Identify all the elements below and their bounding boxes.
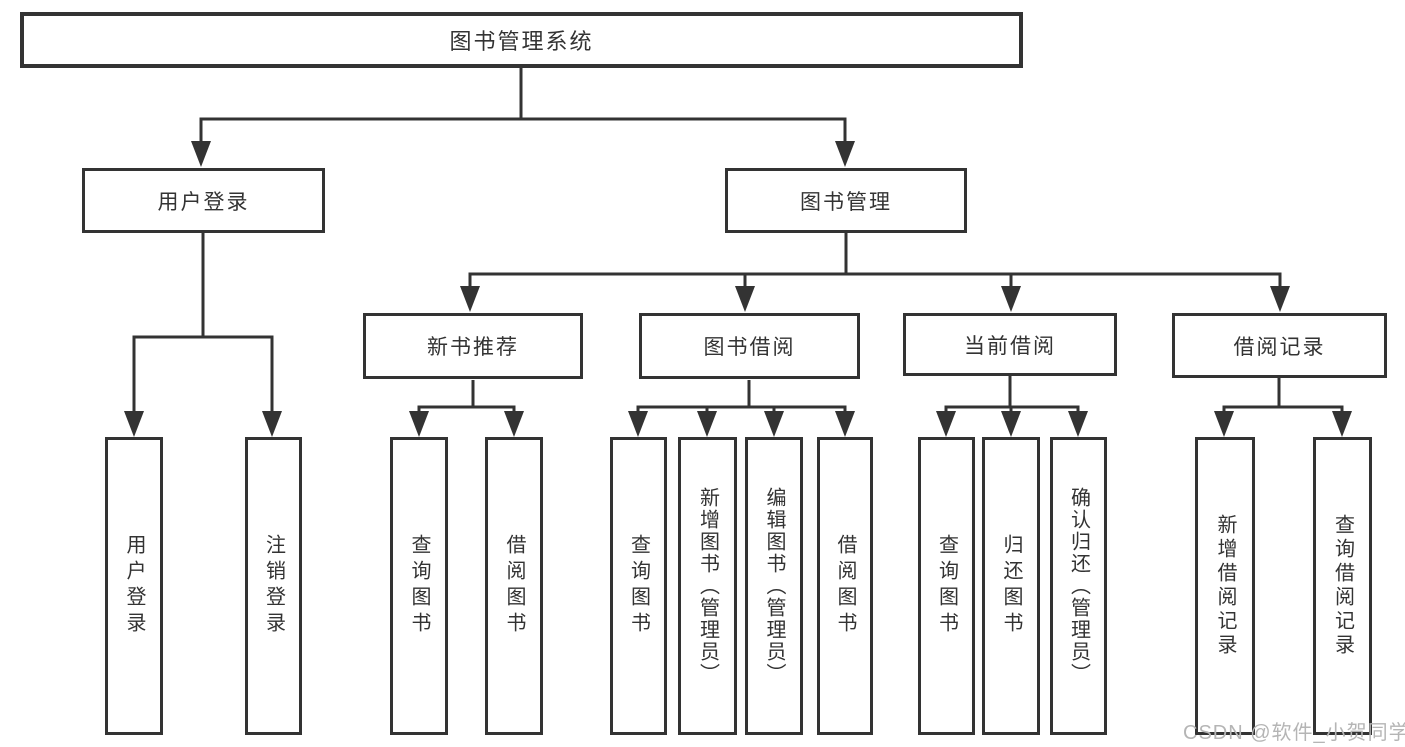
- node-label: 查询图书: [408, 534, 430, 638]
- node-label: 查询图书: [935, 534, 958, 638]
- node-label: 借阅记录: [1233, 335, 1326, 359]
- node-new-book-recommend: 新书推荐: [363, 313, 583, 379]
- node-label: 借阅图书: [503, 534, 525, 638]
- node-leaf-confirm-return-admin: 确认归还（管理员）: [1050, 437, 1107, 735]
- watermark: CSDN @软件_小贺同学: [1183, 722, 1405, 744]
- node-leaf-logout: 注销登录: [245, 437, 302, 735]
- node-leaf-return-books: 归还图书: [982, 437, 1040, 735]
- node-leaf-add-books-admin: 新增图书（管理员）: [678, 437, 737, 735]
- node-label: 编辑图书（管理员）: [763, 487, 785, 685]
- node-label: 注销登录: [262, 534, 285, 638]
- node-leaf-edit-books-admin: 编辑图书（管理员）: [745, 437, 803, 735]
- node-current-borrowing: 当前借阅: [903, 313, 1117, 376]
- node-leaf-query-books-2: 查询图书: [610, 437, 667, 735]
- node-user-login: 用户登录: [82, 168, 325, 233]
- node-label: 查询借阅记录: [1331, 514, 1354, 658]
- node-label: 确认归还（管理员）: [1067, 487, 1090, 685]
- node-book-management: 图书管理: [725, 168, 967, 233]
- node-label: 图书借阅: [703, 336, 796, 359]
- node-label: 图书管理系统: [449, 29, 594, 54]
- node-label: 图书管理: [800, 190, 892, 214]
- node-label: 新书推荐: [427, 336, 519, 359]
- node-leaf-borrow-books-1: 借阅图书: [485, 437, 543, 735]
- node-leaf-user-login: 用户登录: [105, 437, 163, 735]
- node-label: 借阅图书: [834, 534, 856, 638]
- node-borrowing-records: 借阅记录: [1172, 313, 1387, 378]
- node-label: 当前借阅: [964, 334, 1056, 358]
- node-library-management-system: 图书管理系统: [20, 12, 1023, 68]
- node-label: 用户登录: [123, 534, 145, 638]
- node-leaf-query-books-3: 查询图书: [918, 437, 975, 735]
- node-book-borrowing: 图书借阅: [639, 313, 860, 379]
- node-label: 查询图书: [627, 534, 650, 638]
- node-label: 用户登录: [157, 190, 250, 214]
- node-leaf-query-books-1: 查询图书: [390, 437, 448, 735]
- node-leaf-query-borrow-record: 查询借阅记录: [1313, 437, 1372, 735]
- node-label: 归还图书: [1000, 534, 1022, 638]
- node-leaf-borrow-books-2: 借阅图书: [817, 437, 873, 735]
- node-leaf-add-borrow-record: 新增借阅记录: [1195, 437, 1255, 735]
- node-label: 新增借阅记录: [1214, 514, 1236, 658]
- node-label: 新增图书（管理员）: [696, 487, 719, 685]
